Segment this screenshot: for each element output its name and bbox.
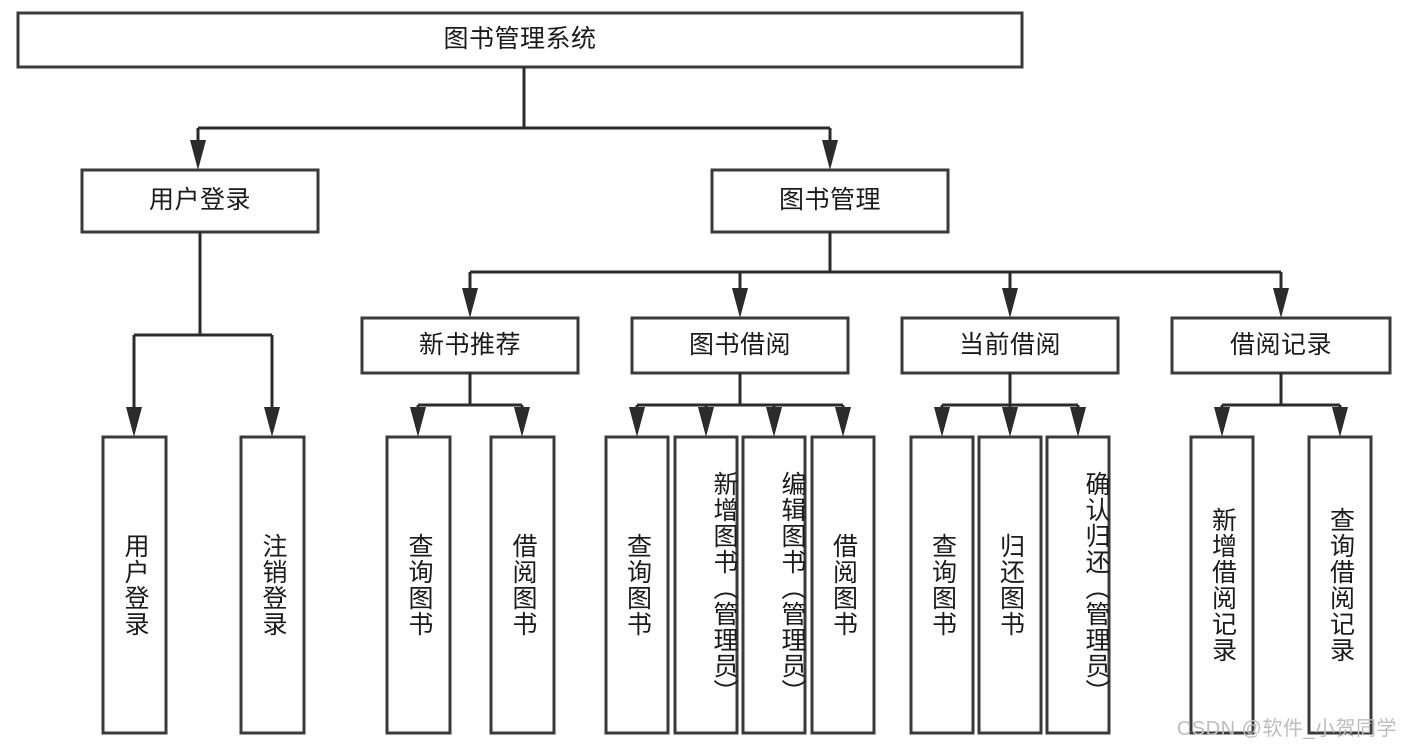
node-box-leaf-book-borrow-0[interactable] <box>604 435 670 735</box>
node-box-user-login[interactable] <box>80 168 320 234</box>
arrow-head-level3-4 <box>1273 288 1289 318</box>
arrow-head-book-borrow-1 <box>629 407 645 437</box>
arrow-head-book-borrow-3 <box>766 407 782 437</box>
arrow-head-current-borrow-2 <box>1002 407 1018 437</box>
node-box-current-borrow[interactable] <box>900 316 1120 375</box>
node-box-leaf-book-borrow-1[interactable] <box>673 435 739 735</box>
node-box-leaf-user-login-0[interactable] <box>101 435 168 735</box>
node-box-leaf-user-login-1[interactable] <box>239 435 306 735</box>
node-box-leaf-new-book-0[interactable] <box>385 435 452 735</box>
node-box-leaf-borrow-record-1[interactable] <box>1307 435 1373 735</box>
arrow-head-user-login-1 <box>126 407 142 437</box>
node-box-leaf-book-borrow-3[interactable] <box>810 435 876 735</box>
node-box-leaf-current-borrow-2[interactable] <box>1045 435 1111 735</box>
arrow-head-new-book-2 <box>514 407 530 437</box>
node-box-leaf-new-book-1[interactable] <box>489 435 556 735</box>
node-box-leaf-borrow-record-0[interactable] <box>1189 435 1255 735</box>
arrow-head-book-borrow-2 <box>698 407 714 437</box>
arrow-head-borrow-record-1 <box>1214 407 1230 437</box>
node-box-leaf-book-borrow-2[interactable] <box>741 435 807 735</box>
node-box-book-manage[interactable] <box>710 168 950 234</box>
arrow-head-current-borrow-3 <box>1070 407 1086 437</box>
arrow-head-new-book-1 <box>410 407 426 437</box>
node-box-new-book-recommend[interactable] <box>360 316 580 375</box>
node-box-root[interactable] <box>16 11 1024 69</box>
arrow-head-level3-2 <box>732 288 748 318</box>
arrow-head-borrow-record-2 <box>1332 407 1348 437</box>
arrow-head-book-borrow-4 <box>835 407 851 437</box>
node-box-book-borrow[interactable] <box>630 316 850 375</box>
arrow-head-user-login-2 <box>264 407 280 437</box>
arrow-head-level2-1 <box>190 140 206 170</box>
arrow-head-current-borrow-1 <box>934 407 950 437</box>
arrow-head-level3-3 <box>1002 288 1018 318</box>
arrow-head-level2-2 <box>822 140 838 170</box>
node-box-leaf-current-borrow-1[interactable] <box>977 435 1043 735</box>
arrow-head-level3-1 <box>462 288 478 318</box>
node-box-leaf-current-borrow-0[interactable] <box>909 435 975 735</box>
node-box-borrow-record[interactable] <box>1170 316 1392 375</box>
